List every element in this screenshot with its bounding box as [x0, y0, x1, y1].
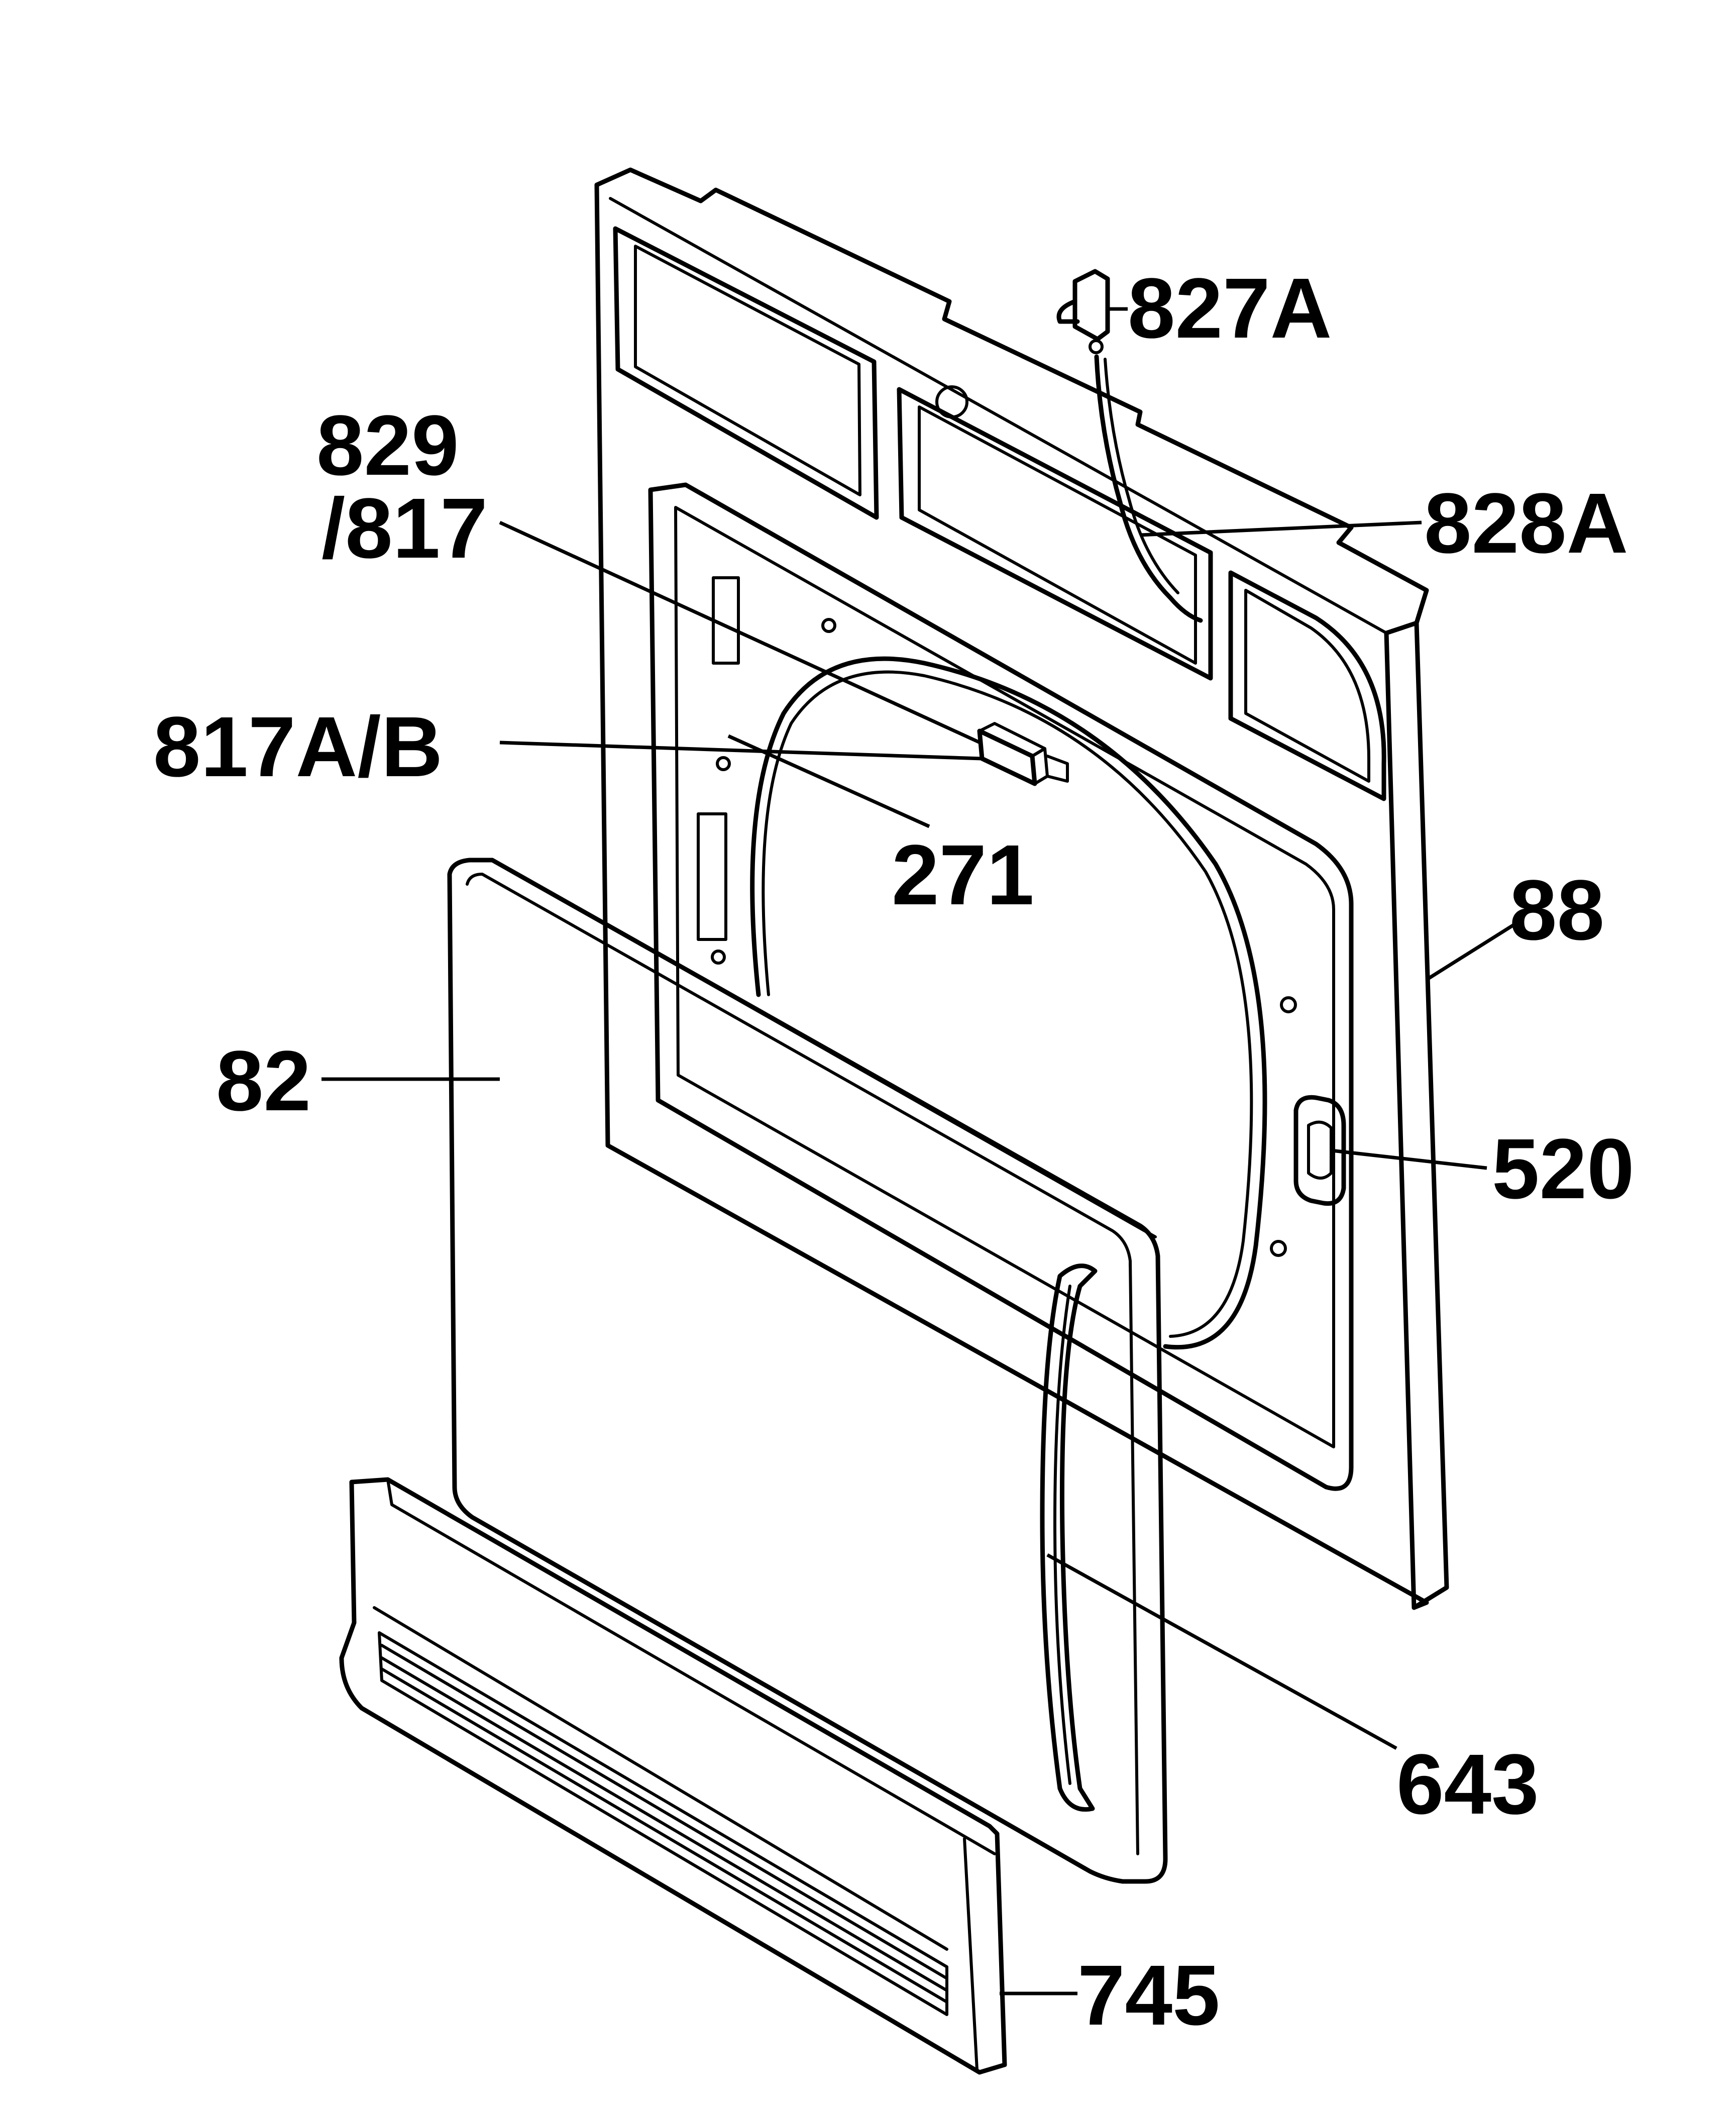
label-82: 82 [216, 1033, 311, 1129]
label-643: 643 [1396, 1737, 1539, 1832]
label-271: 271 [892, 827, 1034, 923]
part-labels: 827A 829 /817 828A 817A/B 271 88 82 520 … [153, 261, 1635, 2043]
inner-door-panel [594, 167, 1449, 1610]
label-817-slash: /817 [321, 481, 488, 576]
leader-lines [321, 307, 1515, 1995]
label-828a: 828A [1424, 476, 1628, 571]
label-827a: 827A [1128, 261, 1332, 356]
label-745: 745 [1077, 1948, 1220, 2043]
label-817ab: 817A/B [153, 699, 443, 795]
label-88: 88 [1509, 863, 1604, 958]
label-520: 520 [1492, 1121, 1635, 1217]
outer-door [447, 858, 1168, 1884]
label-829: 829 [316, 398, 459, 493]
kickplate [339, 1477, 1007, 2075]
